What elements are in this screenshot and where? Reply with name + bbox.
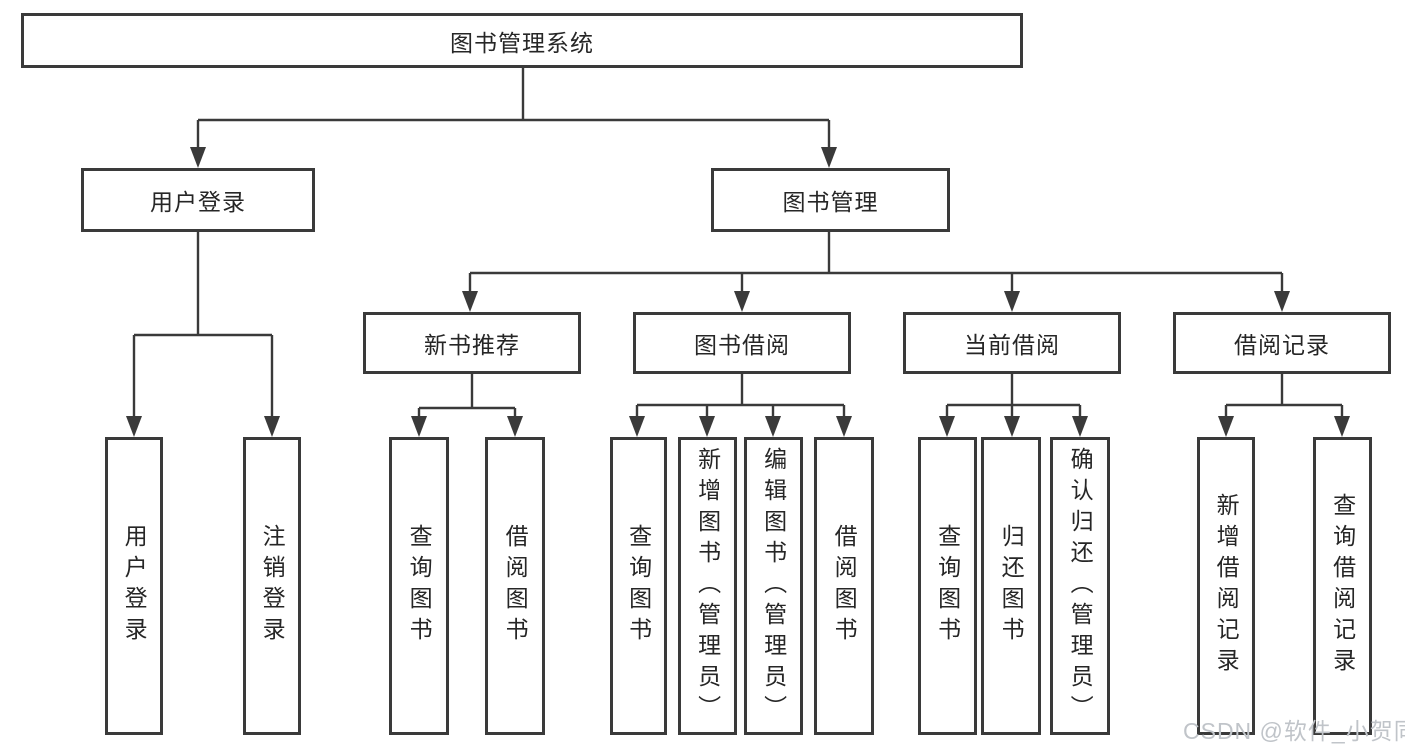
node-library-system-label: 图书管理系统 — [450, 29, 594, 56]
node-user-login-group-label: 用户登录 — [150, 189, 246, 215]
node-book-management-group: 图书管理 — [711, 168, 950, 232]
connector-bookborrow-to-leaves — [635, 374, 846, 421]
leaf-borrow-books-recommend: 借阅图书 — [485, 437, 545, 735]
node-borrowing-records: 借阅记录 — [1173, 312, 1391, 374]
csdn-watermark: CSDN @软件_小贺同学 — [1183, 718, 1405, 744]
leaf-query-books-recommend: 查询图书 — [389, 437, 449, 735]
leaf-query-borrow-record-label: 查询借阅记录 — [1329, 493, 1356, 679]
leaf-query-books-borrowing: 查询图书 — [610, 437, 667, 735]
node-user-login-group: 用户登录 — [81, 168, 315, 232]
node-new-book-recommend-label: 新书推荐 — [424, 332, 520, 358]
node-book-borrowing: 图书借阅 — [633, 312, 851, 374]
connector-userlogin-to-leaves — [132, 232, 274, 421]
leaf-add-books-admin-label: 新增图书（管理员） — [694, 446, 721, 726]
connector-root-to-level2 — [196, 68, 831, 152]
node-library-system: 图书管理系统 — [21, 13, 1023, 68]
leaf-borrow-books-borrowing-label: 借阅图书 — [831, 524, 858, 648]
leaf-query-books-current: 查询图书 — [918, 437, 977, 735]
leaf-edit-books-admin-label: 编辑图书（管理员） — [760, 446, 787, 726]
node-new-book-recommend: 新书推荐 — [363, 312, 581, 374]
leaf-query-books-borrowing-label: 查询图书 — [625, 524, 652, 648]
leaf-logout: 注销登录 — [243, 437, 301, 735]
node-borrowing-records-label: 借阅记录 — [1234, 332, 1330, 358]
leaf-borrow-books-borrowing: 借阅图书 — [814, 437, 874, 735]
leaf-edit-books-admin: 编辑图书（管理员） — [744, 437, 803, 735]
node-book-management-group-label: 图书管理 — [782, 189, 879, 215]
connector-currentborrow-to-leaves — [945, 374, 1082, 421]
node-book-borrowing-label: 图书借阅 — [694, 332, 790, 358]
connector-newbookrec-to-leaves — [417, 374, 517, 421]
arrowheads — [126, 147, 1350, 437]
leaf-add-books-admin: 新增图书（管理员） — [678, 437, 737, 735]
leaf-add-borrow-record-label: 新增借阅记录 — [1213, 493, 1240, 679]
leaf-query-books-current-label: 查询图书 — [934, 524, 961, 648]
leaf-confirm-return-admin: 确认归还（管理员） — [1050, 437, 1110, 735]
leaf-query-books-recommend-label: 查询图书 — [406, 524, 433, 648]
leaf-confirm-return-admin-label: 确认归还（管理员） — [1067, 446, 1094, 726]
leaf-user-login: 用户登录 — [105, 437, 163, 735]
node-current-borrowing-label: 当前借阅 — [964, 332, 1060, 358]
leaf-user-login-label: 用户登录 — [121, 524, 148, 648]
connector-bookmgmt-to-level3 — [468, 232, 1284, 296]
leaf-borrow-books-recommend-label: 借阅图书 — [502, 524, 529, 648]
leaf-add-borrow-record: 新增借阅记录 — [1197, 437, 1255, 735]
connector-borrowrecord-to-leaves — [1224, 374, 1344, 421]
leaf-logout-label: 注销登录 — [259, 524, 286, 648]
node-current-borrowing: 当前借阅 — [903, 312, 1121, 374]
leaf-query-borrow-record: 查询借阅记录 — [1313, 437, 1372, 735]
leaf-return-books-label: 归还图书 — [998, 524, 1025, 648]
leaf-return-books: 归还图书 — [981, 437, 1041, 735]
